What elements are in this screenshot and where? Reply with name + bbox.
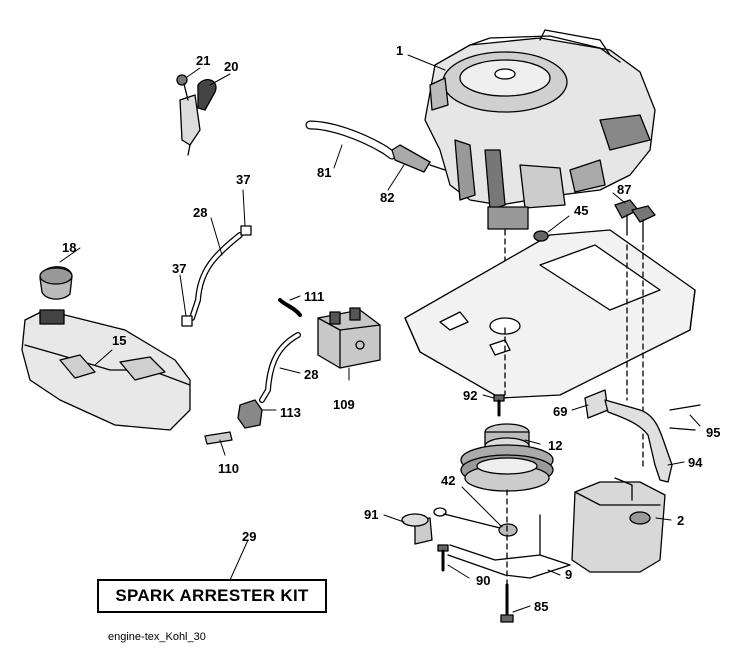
- muffler-part: [571, 477, 666, 573]
- engine-mount-plate: [404, 229, 696, 399]
- part-number-110: 110: [218, 461, 239, 476]
- bolt-85-part: [500, 489, 514, 623]
- part-number-42: 42: [441, 473, 456, 488]
- part-number-92: 92: [463, 388, 478, 403]
- spark-arrester-kit-box: SPARK ARRESTER KIT: [97, 579, 327, 613]
- part-number-12: 12: [548, 438, 563, 453]
- leader-lines: [59, 54, 701, 613]
- part-number-37-lower: 37: [172, 261, 187, 276]
- part-number-91: 91: [364, 507, 379, 522]
- part-number-28-lower: 28: [304, 367, 319, 382]
- part-number-21: 21: [196, 53, 211, 68]
- exhaust-pipe-part: [584, 389, 701, 483]
- part-number-2: 2: [677, 513, 685, 528]
- part-number-95: 95: [706, 425, 721, 440]
- part-number-111: 111: [304, 289, 325, 304]
- part-number-94: 94: [688, 455, 703, 470]
- bolt-92-part: [493, 327, 506, 417]
- part-number-85: 85: [534, 599, 549, 614]
- fuel-tank-part: [21, 266, 191, 431]
- part-number-18: 18: [62, 240, 77, 255]
- part-number-1: 1: [396, 43, 404, 58]
- part-number-15: 15: [112, 333, 127, 348]
- part-number-9: 9: [565, 567, 573, 582]
- part-number-90: 90: [476, 573, 491, 588]
- part-number-113: 113: [280, 405, 301, 420]
- bolt-90-part: [437, 544, 449, 572]
- diagram-caption: engine-tex_Kohl_30: [108, 631, 206, 643]
- fitting-part: [204, 399, 263, 445]
- small-hose-part: [259, 298, 302, 403]
- pulley-part: [460, 423, 554, 492]
- part-number-20: 20: [224, 59, 239, 74]
- throttle-control-part: [176, 74, 217, 156]
- part-number-45: 45: [574, 203, 589, 218]
- part-number-29: 29: [242, 529, 257, 544]
- fuel-pump-part: [317, 307, 381, 369]
- fuel-line-part: [305, 120, 446, 173]
- part-number-81: 81: [317, 165, 332, 180]
- spark-arrester-kit-label: SPARK ARRESTER KIT: [115, 586, 309, 605]
- engine-part: [424, 29, 656, 321]
- fuel-hose-part: [181, 225, 252, 327]
- bracket-part: [401, 507, 571, 579]
- part-number-109: 109: [333, 397, 355, 412]
- part-number-82: 82: [380, 190, 395, 205]
- part-number-28-upper: 28: [193, 205, 208, 220]
- part-number-37-upper: 37: [236, 172, 251, 187]
- nut-45-part: [533, 230, 549, 242]
- part-number-69: 69: [553, 404, 568, 419]
- bolts-87-part: [614, 199, 656, 471]
- part-number-87: 87: [617, 182, 632, 197]
